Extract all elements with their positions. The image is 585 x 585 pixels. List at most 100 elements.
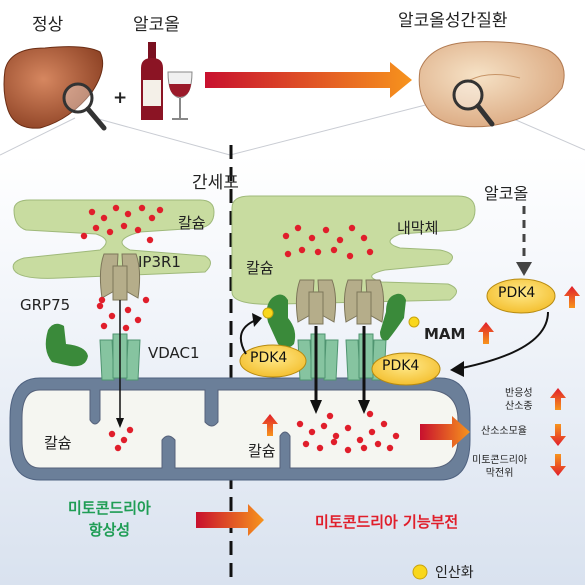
wine-glass-icon	[167, 71, 193, 120]
hepatocyte-label: 간세포	[192, 173, 239, 193]
calcium-label-mito-left: 칼슘	[44, 434, 72, 452]
plus-sign: +	[113, 88, 128, 108]
ros-line1: 반응성	[505, 388, 533, 399]
normal-label: 정상	[32, 15, 64, 35]
calcium-ion	[148, 214, 156, 222]
er-left	[12, 199, 215, 279]
oxygen-consumption-label: 산소소모율	[481, 426, 527, 437]
ip3r1-channel-right-2	[343, 279, 385, 325]
diseased-liver-icon	[418, 41, 565, 128]
dysfunction-label: 미토콘드리아 기능부전	[315, 513, 459, 531]
calcium-ion	[92, 224, 100, 232]
calcium-ion	[302, 440, 310, 448]
mitochondrion-inner	[21, 389, 459, 469]
calcium-ion	[332, 432, 340, 440]
alcohol-label-cell: 알코올	[484, 184, 529, 203]
wine-bottle-icon	[141, 42, 163, 120]
pdk4-ellipse-b	[239, 344, 307, 378]
pdk4-loop-arrow	[239, 319, 257, 355]
calcium-flux-left-head	[116, 418, 124, 428]
calcium-ion	[284, 250, 292, 258]
er-right	[231, 195, 476, 305]
calcium-ion	[360, 234, 368, 242]
calcium-ion	[126, 426, 134, 434]
calcium-ion	[330, 438, 338, 446]
calcium-ion	[134, 226, 142, 234]
calcium-ion	[322, 226, 330, 234]
ip3r1-label: IP3R1	[138, 253, 181, 271]
calcium-ion	[344, 424, 352, 432]
homeostasis-line2: 항상성	[88, 521, 131, 539]
calcium-ion	[330, 246, 338, 254]
mmp-line2: 막전위	[485, 468, 514, 479]
calcium-ion	[366, 248, 374, 256]
calcium-ion	[122, 324, 130, 332]
oxidation-legend-label: 인산화	[435, 565, 474, 581]
calcium-ion	[112, 204, 120, 212]
calcium-ion	[88, 208, 96, 216]
ros-up-arrow	[550, 388, 566, 410]
mmp-down-arrow	[550, 454, 566, 476]
calcium-ion	[344, 446, 352, 454]
calcium-ion	[380, 420, 388, 428]
calcium-ion	[326, 412, 334, 420]
calcium-ion	[348, 224, 356, 232]
mam-label: MAM	[424, 325, 466, 343]
ip3r1-channel-left	[99, 253, 141, 301]
calcium-ion	[308, 234, 316, 242]
calcium-flux-right-1-head	[310, 400, 322, 414]
calcium-ion	[100, 214, 108, 222]
calcium-ion	[138, 204, 146, 212]
calcium-ion	[294, 224, 302, 232]
mmp-label: 미토콘드리아 막전위	[472, 454, 527, 480]
calcium-label-er-left: 칼슘	[178, 214, 206, 232]
calcium-ion	[124, 306, 132, 314]
calcium-ion	[368, 428, 376, 436]
oxidation-legend-dot	[412, 564, 428, 580]
calcium-ion	[120, 436, 128, 444]
grp75-protein-right-2	[380, 293, 406, 341]
calcium-ion	[316, 444, 324, 452]
alcohol-arrowhead	[516, 262, 532, 276]
calcium-ion	[108, 312, 116, 320]
vdac1-label: VDAC1	[148, 344, 200, 362]
calcium-ion	[106, 228, 114, 236]
calcium-ion	[108, 430, 116, 438]
calcium-ion	[360, 444, 368, 452]
calcium-ion	[320, 422, 328, 430]
calcium-ion	[374, 440, 382, 448]
outcome-arrow	[420, 416, 470, 448]
ip3r1-channel-right-1	[295, 279, 337, 325]
ros-label: 반응성 산소종	[505, 387, 533, 413]
o2-down-arrow	[550, 424, 566, 446]
mam-up-arrow	[478, 322, 494, 344]
grp75-protein-right-1	[266, 294, 296, 348]
calcium-ions	[80, 204, 400, 454]
calcium-ion	[356, 436, 364, 444]
calcium-ion	[308, 428, 316, 436]
pdk4-up-arrow	[564, 286, 580, 308]
grp75-protein-left	[45, 323, 88, 367]
calcium-ion	[156, 206, 164, 214]
calcium-ion	[146, 236, 154, 244]
calcium-ion	[366, 410, 374, 418]
disease-label: 알코올성간질환	[398, 11, 508, 31]
homeostasis-line1: 미토콘드리아	[68, 499, 151, 517]
calcium-ion	[114, 444, 122, 452]
calcium-ion	[314, 248, 322, 256]
phospho-dot-2	[408, 316, 420, 328]
pdk4-label-a: PDK4	[498, 285, 536, 301]
grp75-label: GRP75	[20, 296, 71, 314]
calcium-ion	[386, 444, 394, 452]
pdk4-to-mam-arrowhead	[450, 361, 464, 377]
calcium-up-arrow	[262, 414, 278, 436]
calcium-ion	[298, 246, 306, 254]
phospho-dot-1	[262, 307, 274, 319]
calcium-ion	[96, 302, 104, 310]
mmp-line1: 미토콘드리아	[472, 455, 528, 466]
pdk4-loop-arrowhead	[252, 313, 262, 327]
er-label: 내막체	[397, 219, 439, 237]
pdk4-ellipse-a	[486, 278, 556, 314]
normal-liver-icon	[3, 46, 107, 131]
